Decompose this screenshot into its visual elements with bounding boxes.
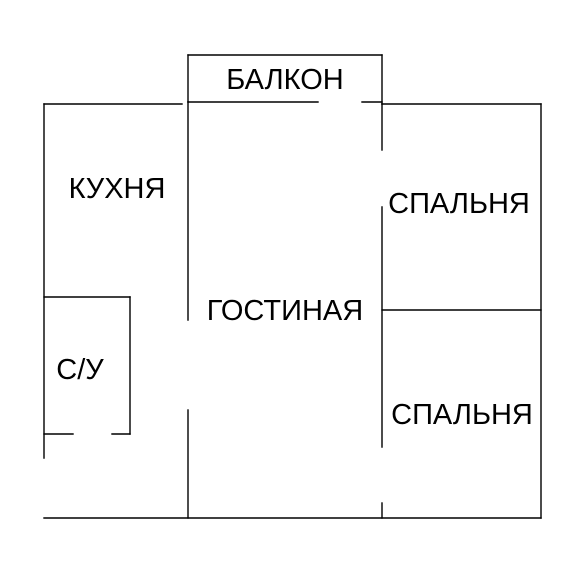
room-label-kitchen: КУХНЯ [69,173,166,205]
room-label-living-room: ГОСТИНАЯ [207,295,363,327]
room-label-bedroom-bottom: СПАЛЬНЯ [391,399,533,431]
walls [43,54,542,519]
room-labels: БАЛКОН КУХНЯ СПАЛЬНЯ ГОСТИНАЯ С/У СПАЛЬН… [56,64,533,431]
room-label-bedroom-top: СПАЛЬНЯ [388,188,530,220]
room-label-balcony: БАЛКОН [226,64,343,96]
room-label-bathroom: С/У [56,354,104,386]
